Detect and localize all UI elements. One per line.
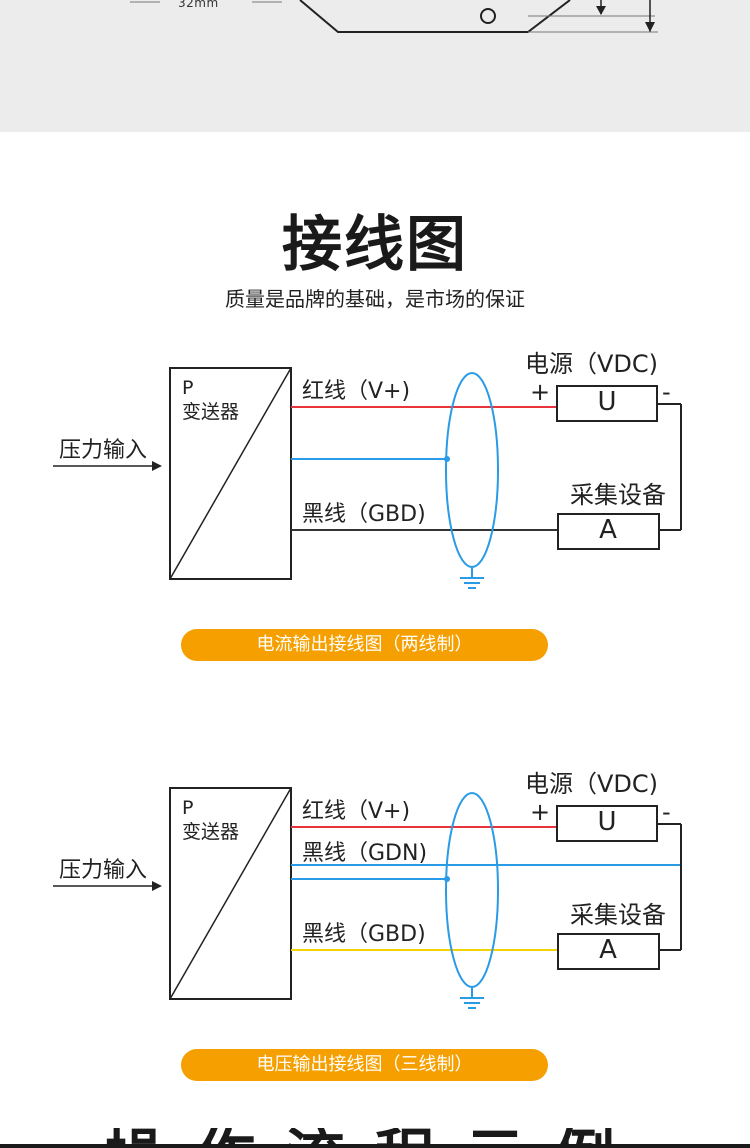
top-product-band: 32mm: [0, 0, 750, 132]
gbd-wire-label: 黑线（GBD): [302, 922, 426, 947]
three-wire-caption-badge: 电压输出接线图（三线制）: [181, 1049, 548, 1081]
gdn-wire-label: 黑线（GDN): [302, 841, 428, 866]
acquisition-device-label: 采集设备: [570, 901, 666, 929]
transmitter-letter: P: [182, 797, 194, 819]
plus-sign: +: [530, 798, 551, 826]
black-wire-label: 黑线（GBD): [302, 502, 426, 527]
pressure-input-label: 压力输入: [59, 858, 148, 883]
transmitter-letter: P: [182, 377, 194, 399]
transmitter-name: 变送器: [182, 821, 240, 843]
red-wire-label: 红线（V+): [302, 799, 411, 824]
power-box-letter: U: [597, 387, 617, 417]
minus-sign: -: [662, 798, 671, 826]
section-title: 接线图: [282, 210, 468, 280]
sensor-outline-drawing: [130, 0, 658, 33]
wiring-diagram-two-wire: P 变送器 压力输入 红线（V+) 黑线（GBD) 电源（VDC) + - U …: [0, 340, 750, 640]
power-box-letter: U: [597, 807, 617, 837]
red-wire-label: 红线（V+): [302, 379, 411, 404]
power-supply-label: 电源（VDC): [525, 770, 659, 798]
plus-sign: +: [530, 378, 551, 406]
section-subtitle: 质量是品牌的基础，是市场的保证: [225, 287, 525, 311]
two-wire-caption-badge: 电流输出接线图（两线制）: [181, 629, 548, 661]
three-wire-schematic: [53, 787, 682, 1009]
bottom-divider: [0, 1144, 750, 1148]
dimension-label: 32mm: [178, 0, 219, 10]
pressure-input-label: 压力输入: [59, 438, 148, 463]
two-wire-schematic: [53, 367, 682, 589]
power-supply-label: 电源（VDC): [525, 350, 659, 378]
acquisition-device-label: 采集设备: [570, 481, 666, 509]
device-box-letter: A: [599, 935, 617, 965]
transmitter-name: 变送器: [182, 401, 240, 423]
device-box-letter: A: [599, 515, 617, 545]
minus-sign: -: [662, 378, 671, 406]
wiring-diagram-three-wire: P 变送器 压力输入 红线（V+) 黑线（GDN) 黑线（GBD) 电源（VDC…: [0, 760, 750, 1060]
next-section-heading: 操作流程示例: [0, 1128, 750, 1148]
